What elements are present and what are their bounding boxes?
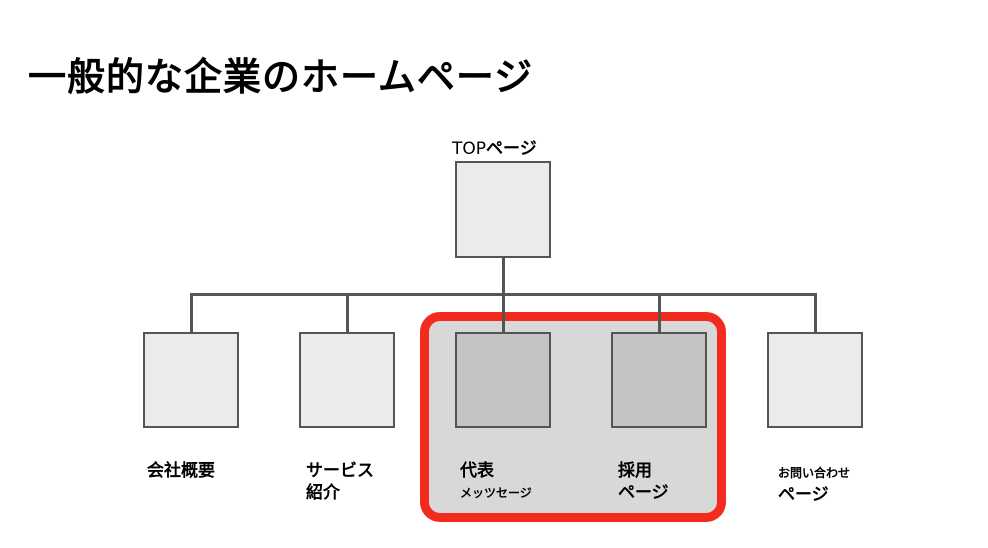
child-label-4-line1: 採用 [618,461,652,481]
child-label-recruit: 採用 ページ [618,460,669,504]
page-title: 一般的な企業のホームページ [28,55,534,99]
top-page-box [455,161,551,258]
connector-drop-5 [814,293,817,332]
child-box-recruit [611,332,707,428]
child-label-3-line1: 代表 [460,461,494,481]
connector-drop-1 [190,293,193,332]
child-box-contact [767,332,863,428]
child-box-service-intro [299,332,395,428]
child-box-company-overview [143,332,239,428]
child-label-4-line2: ページ [618,483,669,503]
child-label-3-line2: メッツセージ [460,486,532,500]
child-label-2-line1: サービス [306,461,374,481]
child-label-5-line2: ページ [778,485,829,505]
top-label-suffix: ページ [486,139,537,159]
connector-trunk [502,258,505,295]
connector-drop-4 [658,293,661,332]
child-label-ceo-message: 代表 メッツセージ [460,460,532,504]
child-label-2-line2: 紹介 [306,483,340,503]
child-label-5-line1: お問い合わせ [778,466,851,480]
child-label-company-overview: 会社概要 [147,460,215,482]
connector-drop-3 [502,293,505,332]
top-label-prefix: TOP [452,139,487,159]
child-label-1-line1: 会社概要 [147,461,215,481]
connector-drop-2 [346,293,349,332]
top-page-label: TOPページ [452,134,537,159]
child-box-ceo-message [455,332,551,428]
child-label-contact: お問い合わせ ページ [778,462,850,506]
child-label-service-intro: サービス 紹介 [306,460,374,504]
